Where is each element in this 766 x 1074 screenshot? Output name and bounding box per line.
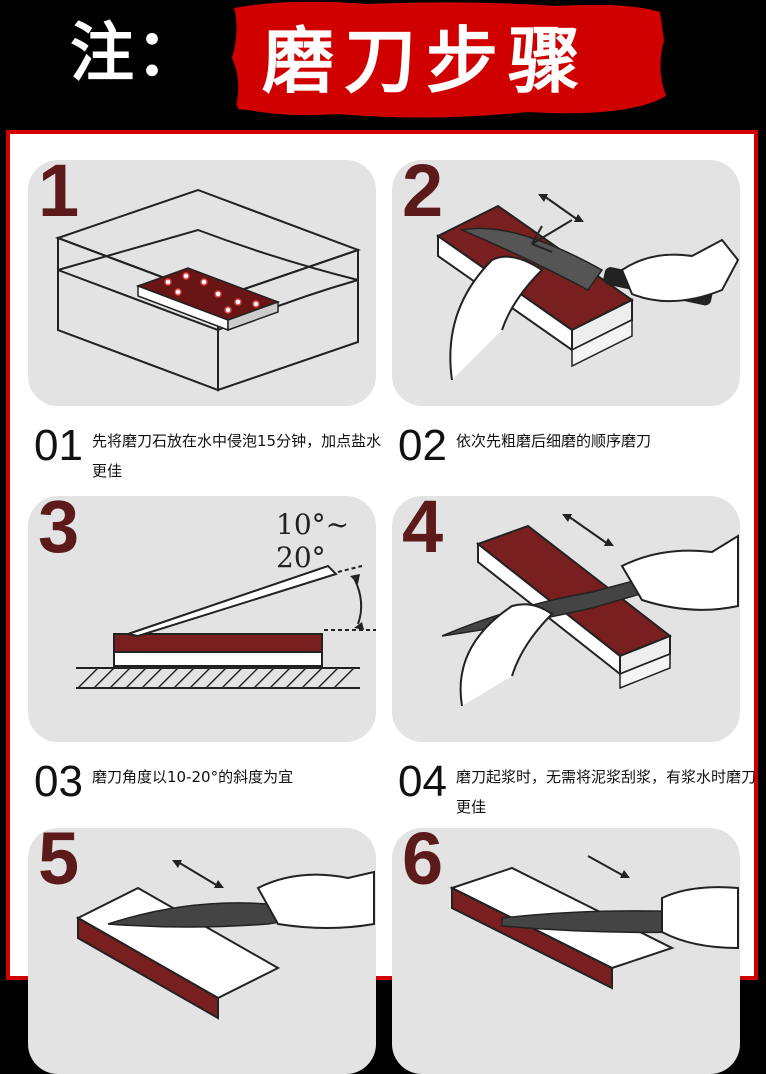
step-card-5: 5: [28, 828, 376, 1074]
note-label: 注：: [70, 16, 202, 91]
finish-sharpening-illustration: [449, 855, 739, 990]
angle-illustration: [76, 564, 376, 689]
step-caption-3: 03 磨刀角度以10-20°的斜度为宜: [34, 760, 384, 820]
coarse-fine-sharpening-illustration: [436, 194, 740, 381]
angle-label: 10°~ 20°: [276, 508, 350, 574]
slurry-sharpening-illustration: [441, 514, 739, 707]
caption-text: 磨刀角度以10-20°的斜度为宜: [92, 768, 294, 786]
step-big-number: 2: [402, 160, 444, 232]
red-brush-stroke: [232, 1, 666, 118]
step-big-number: 5: [38, 828, 80, 900]
header-banner: 注： 磨刀步骤: [0, 0, 766, 128]
step-caption-2: 02 依次先粗磨后细磨的顺序磨刀: [398, 424, 748, 484]
steps-panel: 1 2 01 先将磨刀石放在水中侵泡15分钟，加点盐水更佳 02 依次先粗磨后细…: [6, 130, 758, 1074]
caption-number: 04: [398, 757, 447, 806]
sharpening-other-side-illustration: [75, 860, 375, 1020]
caption-text: 依次先粗磨后细磨的顺序磨刀: [456, 432, 652, 450]
step-big-number: 6: [402, 828, 444, 900]
step-card-4: 4: [392, 496, 740, 742]
step-card-2: 2: [392, 160, 740, 406]
caption-number: 01: [34, 421, 83, 470]
step-card-6: 6: [392, 828, 740, 1074]
step-big-number: 4: [402, 496, 444, 568]
caption-number: 03: [34, 757, 83, 806]
page-title: 磨刀步骤: [262, 18, 591, 103]
step-card-3: 3 10°~ 20°: [28, 496, 376, 742]
soak-stone-illustration: [55, 188, 361, 392]
step-big-number: 3: [38, 496, 80, 568]
step-big-number: 1: [38, 160, 80, 232]
step-caption-4: 04 磨刀起浆时，无需将泥浆刮浆，有浆水时磨刀更佳: [398, 757, 756, 820]
step-caption-1: 01 先将磨刀石放在水中侵泡15分钟，加点盐水更佳: [34, 424, 384, 484]
caption-text: 磨刀起浆时，无需将泥浆刮浆，有浆水时磨刀更佳: [456, 768, 757, 816]
caption-number: 02: [398, 421, 447, 470]
step-card-1: 1: [28, 160, 376, 406]
caption-text: 先将磨刀石放在水中侵泡15分钟，加点盐水更佳: [92, 432, 382, 480]
